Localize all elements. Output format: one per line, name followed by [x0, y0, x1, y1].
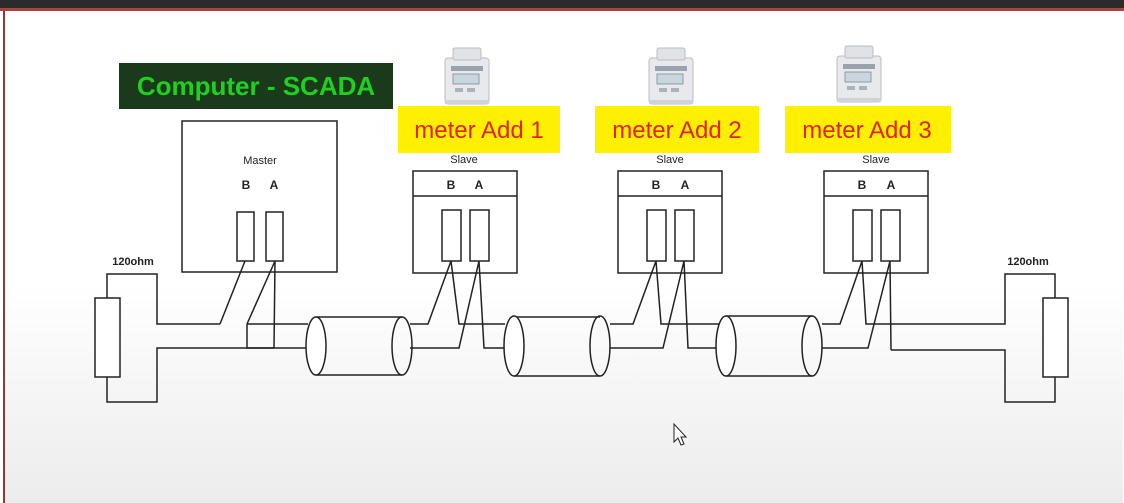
master-terminal-a	[265, 211, 284, 262]
energy-meter-icon	[444, 47, 490, 105]
slave-2-terminal-a	[674, 209, 695, 262]
slave-3-pin-b-label: B	[858, 178, 867, 192]
energy-meter-icon	[836, 45, 882, 103]
cursor-icon	[673, 422, 688, 446]
meter-address-label-2: meter Add 2	[612, 117, 741, 144]
meter-address-badge-3	[785, 106, 951, 153]
slave-device-2: meter Add 2 Slave B A	[595, 47, 759, 274]
left-terminator: 120ohm	[94, 256, 274, 403]
meter-address-badge-2	[595, 106, 759, 153]
scada-title: Computer - SCADA	[137, 71, 376, 101]
cable-segment-3	[715, 315, 823, 377]
slide-canvas: Computer - SCADA Master B A meter Add 1 …	[3, 11, 1123, 503]
slave-2-terminal-b	[646, 209, 667, 262]
master-terminal-b	[236, 211, 255, 262]
slave-1-terminal-b	[441, 209, 462, 262]
master-pin-a-label: A	[270, 178, 279, 192]
energy-meter-icon	[648, 47, 694, 105]
slave-3-terminal-a	[880, 209, 901, 262]
scada-title-box: Computer - SCADA	[119, 63, 393, 109]
master-pin-b-label: B	[242, 178, 251, 192]
master-device: Master B A	[181, 120, 338, 273]
slave-3-pin-a-label: A	[887, 178, 896, 192]
meter-address-label-3: meter Add 3	[802, 117, 931, 144]
meter-address-badge-1	[398, 106, 560, 153]
slave-device-1: meter Add 1 Slave B A	[398, 47, 560, 274]
rs485-wiring-diagram: Computer - SCADA Master B A meter Add 1 …	[94, 45, 1069, 446]
cable-segment-2	[503, 315, 611, 377]
right-terminator-label: 120ohm	[1007, 256, 1049, 268]
left-resistor	[94, 297, 121, 378]
master-label: Master	[243, 155, 277, 167]
cable-segment-1	[305, 316, 413, 376]
slave-1-pin-a-label: A	[475, 178, 484, 192]
slave-device-3: meter Add 3 Slave B A	[785, 45, 951, 274]
bus-wiring	[219, 260, 892, 351]
slave-3-terminal-b	[852, 209, 873, 262]
right-terminator: 120ohm	[891, 256, 1069, 403]
window-top-accent	[0, 8, 1124, 11]
slave-label-1: Slave	[450, 154, 478, 166]
left-terminator-label: 120ohm	[112, 256, 154, 268]
slave-label-3: Slave	[862, 154, 890, 166]
slave-1-pin-b-label: B	[447, 178, 456, 192]
window-top-bar	[0, 0, 1124, 10]
right-resistor	[1042, 297, 1069, 378]
slave-2-pin-b-label: B	[652, 178, 661, 192]
slave-2-pin-a-label: A	[681, 178, 690, 192]
meter-address-label-1: meter Add 1	[414, 117, 543, 144]
slave-label-2: Slave	[656, 154, 684, 166]
slave-1-terminal-a	[469, 209, 490, 262]
